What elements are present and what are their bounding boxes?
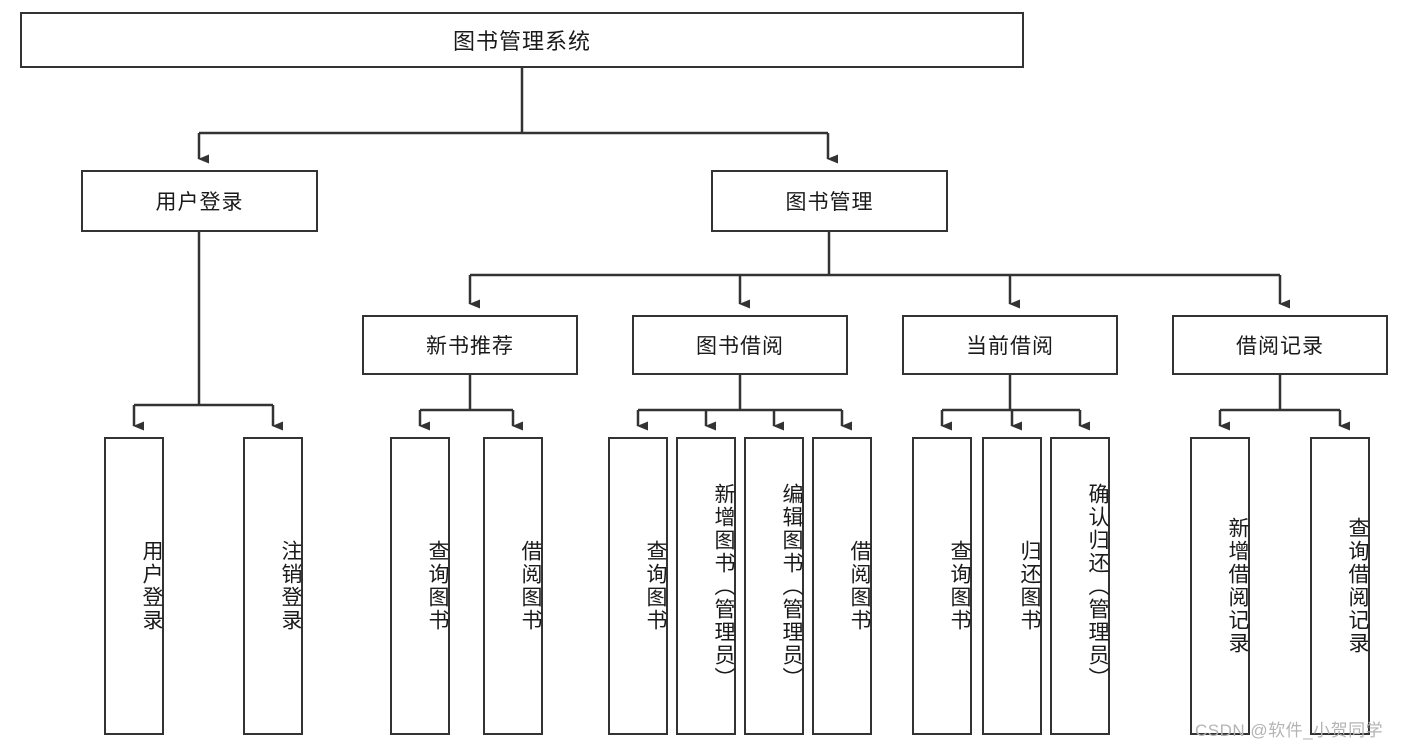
node-leaf-return-book[interactable]: 归还图书 xyxy=(982,437,1042,735)
node-leaf-edit-book[interactable]: 编辑图书（管理员） xyxy=(744,437,804,735)
node-leaf-query-book-2-label: 查询图书 xyxy=(644,540,667,632)
node-leaf-query-book-1-label: 查询图书 xyxy=(426,540,449,632)
node-book-borrow-label: 图书借阅 xyxy=(696,335,784,358)
node-leaf-edit-book-label: 编辑图书（管理员） xyxy=(780,482,803,690)
node-leaf-user-logout[interactable]: 注销登录 xyxy=(243,437,303,735)
node-leaf-query-record[interactable]: 查询借阅记录 xyxy=(1310,437,1370,735)
node-book-manage[interactable]: 图书管理 xyxy=(711,170,948,232)
node-root[interactable]: 图书管理系统 xyxy=(20,12,1024,68)
node-leaf-add-book[interactable]: 新增图书（管理员） xyxy=(676,437,736,735)
node-new-book-recommend-label: 新书推荐 xyxy=(426,335,514,358)
node-leaf-return-book-label: 归还图书 xyxy=(1018,540,1041,632)
node-leaf-user-login-label: 用户登录 xyxy=(140,540,163,632)
node-current-borrow[interactable]: 当前借阅 xyxy=(902,315,1118,375)
node-book-borrow[interactable]: 图书借阅 xyxy=(632,315,848,375)
csdn-watermark: CSDN @软件_小贺同学 xyxy=(1195,721,1384,740)
node-leaf-query-book-3-label: 查询图书 xyxy=(948,540,971,632)
node-leaf-add-book-label: 新增图书（管理员） xyxy=(712,482,735,690)
node-new-book-recommend[interactable]: 新书推荐 xyxy=(362,315,578,375)
node-borrow-record[interactable]: 借阅记录 xyxy=(1172,315,1388,375)
node-root-label: 图书管理系统 xyxy=(452,29,591,54)
node-current-borrow-label: 当前借阅 xyxy=(966,335,1054,358)
node-leaf-query-book-2[interactable]: 查询图书 xyxy=(608,437,668,735)
node-leaf-borrow-book-1[interactable]: 借阅图书 xyxy=(483,437,543,735)
node-leaf-query-record-label: 查询借阅记录 xyxy=(1346,517,1369,655)
node-leaf-borrow-book-2-label: 借阅图书 xyxy=(848,540,871,632)
node-leaf-confirm-return[interactable]: 确认归还（管理员） xyxy=(1050,437,1110,735)
node-leaf-confirm-return-label: 确认归还（管理员） xyxy=(1086,482,1109,690)
node-user-login-label: 用户登录 xyxy=(155,191,244,214)
node-borrow-record-label: 借阅记录 xyxy=(1236,335,1324,358)
node-leaf-query-book-3[interactable]: 查询图书 xyxy=(912,437,972,735)
node-leaf-add-record[interactable]: 新增借阅记录 xyxy=(1190,437,1250,735)
node-book-manage-label: 图书管理 xyxy=(785,191,874,214)
node-leaf-add-record-label: 新增借阅记录 xyxy=(1226,517,1249,655)
node-leaf-user-logout-label: 注销登录 xyxy=(279,540,302,632)
node-leaf-borrow-book-1-label: 借阅图书 xyxy=(519,540,542,632)
node-leaf-query-book-1[interactable]: 查询图书 xyxy=(390,437,450,735)
node-leaf-user-login[interactable]: 用户登录 xyxy=(104,437,164,735)
node-leaf-borrow-book-2[interactable]: 借阅图书 xyxy=(812,437,872,735)
node-user-login[interactable]: 用户登录 xyxy=(81,170,318,232)
